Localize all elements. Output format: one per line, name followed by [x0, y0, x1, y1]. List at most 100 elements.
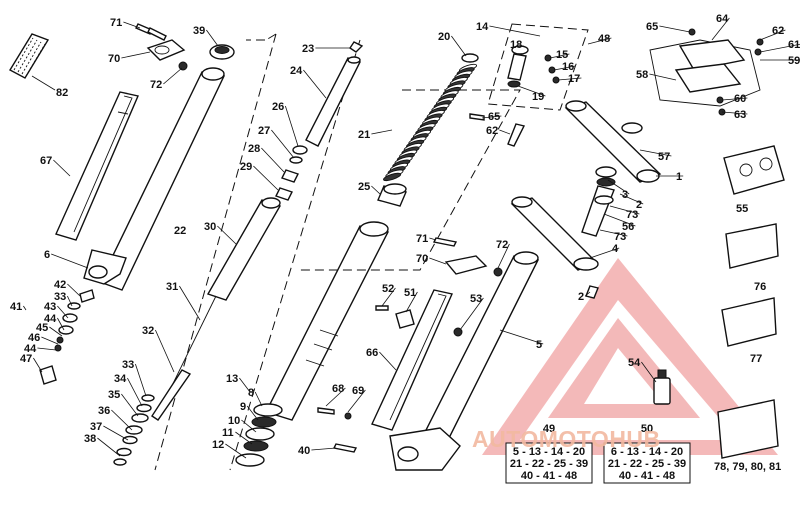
- leader-line: [499, 129, 511, 135]
- leader-line: [23, 305, 27, 311]
- leader-line: [57, 305, 69, 319]
- callout-62b: 62: [772, 25, 784, 37]
- part-6-lower-leg: [83, 249, 127, 285]
- callout-10: 10: [228, 415, 240, 427]
- callout-57: 57: [658, 151, 670, 163]
- part-18-cap-assembly: [507, 45, 529, 88]
- part-56-steering-stem: [581, 185, 615, 237]
- leader-line: [459, 297, 484, 331]
- leader-line: [127, 377, 143, 407]
- callout-16: 16: [562, 61, 574, 73]
- part-58-64-handlebar-mount: [649, 28, 764, 116]
- leader-line: [51, 253, 89, 269]
- leader-line: [311, 447, 337, 451]
- leader-line: [371, 129, 393, 135]
- callout-32: 32: [142, 325, 154, 337]
- part-30-damper-tube: [206, 197, 282, 301]
- callout-62a: 62: [486, 125, 498, 137]
- callout-18: 18: [510, 39, 522, 51]
- callout-9: 9: [240, 401, 246, 413]
- callout-44b: 44: [24, 343, 37, 355]
- leader-line: [649, 73, 677, 81]
- callout-72a: 72: [150, 79, 162, 91]
- callout-34: 34: [114, 373, 127, 385]
- callout-17: 17: [568, 73, 580, 85]
- kit-line: 6 - 13 - 14 - 20: [611, 446, 683, 458]
- leader-line: [135, 363, 147, 397]
- callout-36: 36: [98, 405, 110, 417]
- leader-line: [103, 425, 129, 441]
- callout-56: 56: [622, 221, 634, 233]
- part-66-right-guard: [371, 289, 453, 431]
- dashed-boundary-cap: [487, 23, 589, 111]
- leader-line: [499, 329, 544, 345]
- callout-45: 45: [36, 322, 48, 334]
- callout-3: 3: [622, 189, 628, 201]
- callout-27: 27: [258, 125, 270, 137]
- leader-line: [285, 105, 299, 147]
- callout-labels: 7139707282676423343414445464447232426272…: [10, 13, 800, 473]
- leader-line: [111, 409, 133, 431]
- leader-line: [381, 287, 396, 307]
- part-21-spring: [383, 63, 478, 182]
- part-77-boot: [721, 297, 777, 347]
- leader-line: [155, 329, 175, 373]
- leader-line: [239, 377, 251, 393]
- callout-33a: 33: [54, 291, 66, 303]
- part-55-cover: [723, 145, 785, 195]
- leader-line: [711, 17, 730, 41]
- leader-line: [225, 443, 247, 459]
- callout-35: 35: [108, 389, 120, 401]
- leader-line: [517, 85, 546, 97]
- callout-2a: 2: [636, 199, 642, 211]
- part-2-bolt: [585, 285, 599, 299]
- leader-line: [217, 225, 237, 245]
- leader-line: [33, 357, 43, 373]
- callout-29: 29: [240, 161, 252, 173]
- callout-70a: 70: [108, 53, 120, 65]
- kit-line: 40 - 41 - 48: [521, 470, 577, 482]
- callout-54: 54: [628, 357, 641, 369]
- leader-line: [481, 115, 502, 119]
- callout-23: 23: [302, 43, 314, 55]
- part-71-72-70-right-clamp: [432, 237, 503, 277]
- callout-46: 46: [28, 332, 40, 344]
- leader-line: [379, 351, 397, 371]
- leader-line: [37, 347, 57, 351]
- leader-line: [235, 431, 253, 445]
- kit-line: 21 - 22 - 25 - 39: [510, 458, 588, 470]
- part-upper-tube-left: [99, 67, 226, 291]
- leader-line: [553, 65, 576, 71]
- leader-line: [67, 295, 73, 307]
- dashed-boundary-spring: [300, 89, 521, 271]
- leader-line: [53, 159, 71, 177]
- part-8-12-seals: [235, 403, 283, 467]
- leader-line: [347, 389, 366, 413]
- watermark-logo: [482, 258, 778, 455]
- callout-71b: 71: [416, 233, 428, 245]
- part-70-clamp: [146, 39, 186, 61]
- callout-68: 68: [332, 383, 344, 395]
- callout-38: 38: [84, 433, 96, 445]
- callout-5: 5: [536, 339, 542, 351]
- leader-line: [41, 336, 59, 345]
- leader-line: [599, 229, 628, 237]
- part-27-washer: [289, 156, 303, 164]
- part-65-bolt-mid: [469, 113, 485, 121]
- leader-line: [489, 25, 541, 37]
- leader-line: [429, 257, 447, 265]
- callout-30: 30: [204, 221, 216, 233]
- leader-line: [639, 149, 672, 157]
- callout-24: 24: [290, 65, 303, 77]
- part-23-plug: [349, 41, 364, 53]
- callout-37: 37: [90, 421, 102, 433]
- leader-line: [557, 77, 582, 81]
- part-25-spacer: [377, 183, 407, 207]
- part-54-oil-bottle: [653, 369, 671, 405]
- callout-73a: 73: [626, 209, 638, 221]
- part-62-bolt-mid: [507, 123, 526, 147]
- callout-73b: 73: [614, 231, 626, 243]
- leader-line: [206, 29, 219, 47]
